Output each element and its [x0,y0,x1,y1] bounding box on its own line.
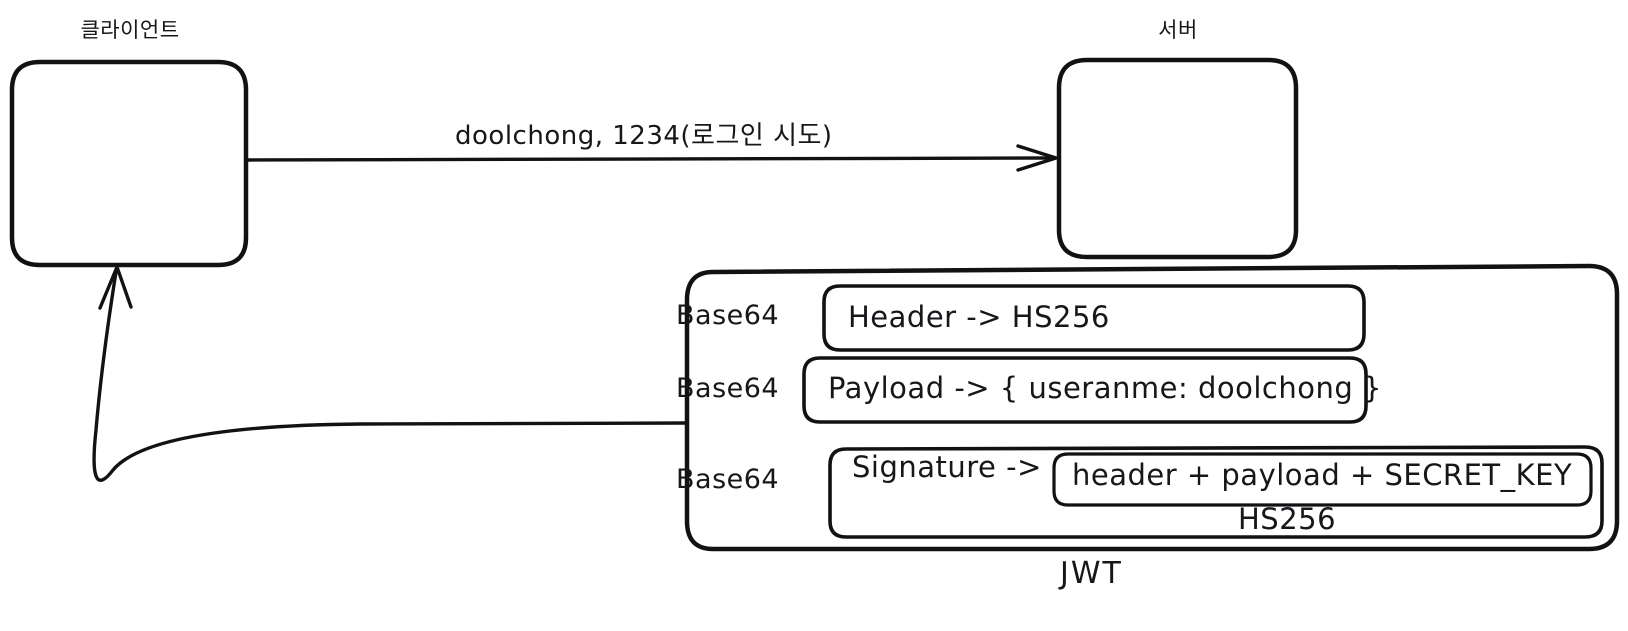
signature-segment-text: Signature -> [852,450,1042,484]
login-request-arrowhead [1016,144,1058,172]
signature-nested-shape [1052,452,1593,507]
base64-label-payload: Base64 [676,373,780,404]
payload-segment-shape [802,356,1368,424]
base64-label-signature: Base64 [676,464,780,495]
server-node-shape [1056,57,1299,260]
login-request-line [244,156,1057,162]
payload-segment-text: Payload -> { useranme: doolchong } [828,371,1382,405]
signature-nested-text: header + payload + SECRET_KEY [1072,458,1573,492]
token-response-arrowhead [98,265,133,310]
token-panel-shape [684,263,1620,552]
base64-label-header: Base64 [676,300,780,331]
token-response-line [92,270,689,482]
header-segment-shape [822,284,1366,352]
server-node-title: 서버 [1158,18,1198,42]
signature-algorithm-text: HS256 [1238,502,1337,536]
header-segment-text: Header -> HS256 [848,300,1110,334]
client-node-title: 클라이언트 [80,18,180,42]
login-request-label: doolchong, 1234(로그인 시도) [455,121,833,151]
client-node-shape [9,59,249,268]
diagram-caption: JWT [1060,556,1123,591]
signature-segment-shape [828,445,1604,539]
